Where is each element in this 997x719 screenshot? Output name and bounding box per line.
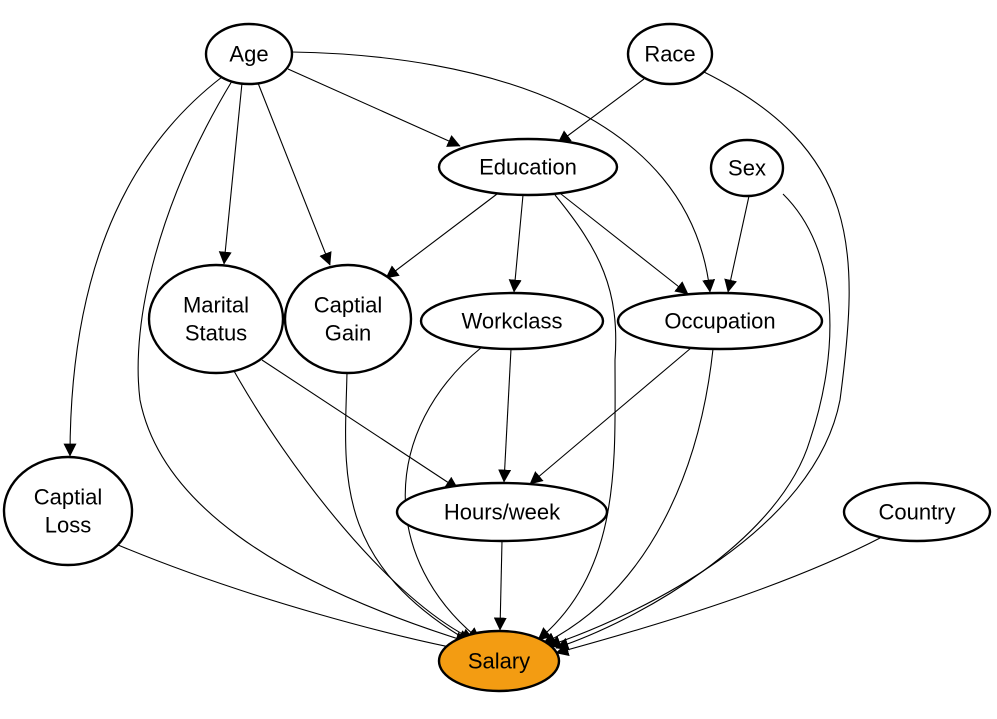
- node-hours-week-ellipse: [395, 481, 609, 543]
- edge-education-to-salary: [537, 194, 617, 641]
- node-captial-loss-label: Captial: [34, 485, 102, 510]
- edge-age-to-captial-gain: [257, 82, 332, 266]
- node-captial-loss-ellipse: [2, 455, 134, 567]
- node-salary: Salary: [437, 629, 561, 693]
- edge-education-to-workclass: [508, 194, 524, 293]
- node-age-ellipse: [204, 22, 294, 86]
- node-salary-label: Salary: [468, 649, 530, 674]
- node-workclass-ellipse: [419, 291, 605, 351]
- edge-marital-status-to-hours-week: [261, 359, 459, 490]
- edge-workclass-to-salary: [404, 346, 483, 641]
- node-captial-gain-ellipse: [283, 263, 413, 375]
- edge-hours-week-to-salary: [493, 540, 507, 631]
- node-age: Age: [204, 22, 294, 86]
- node-country: Country: [842, 481, 992, 543]
- edge-age-to-marital-status: [218, 82, 243, 265]
- edge-captial-loss-to-salary: [117, 544, 471, 656]
- node-race-label: Race: [644, 42, 695, 67]
- node-education: Education: [437, 137, 619, 197]
- edge-race-to-education: [557, 78, 645, 144]
- edges: [63, 51, 883, 657]
- node-workclass: Workclass: [419, 291, 605, 351]
- node-captial-loss-label: Loss: [45, 513, 91, 538]
- edge-education-to-captial-gain: [385, 193, 498, 279]
- node-occupation-ellipse: [616, 291, 824, 351]
- node-race: Race: [626, 22, 714, 86]
- edge-occupation-to-hours-week: [529, 347, 692, 485]
- node-captial-gain-label: Gain: [325, 321, 371, 346]
- node-sex-ellipse: [709, 138, 785, 198]
- edge-education-to-occupation: [560, 193, 689, 295]
- edge-sex-to-salary: [555, 193, 831, 651]
- edge-race-to-salary: [547, 71, 850, 649]
- edge-occupation-to-salary: [542, 348, 714, 645]
- node-marital-status-ellipse: [147, 263, 285, 375]
- node-captial-gain-label: Captial: [314, 293, 382, 318]
- node-occupation-label: Occupation: [664, 309, 775, 334]
- node-occupation: Occupation: [616, 291, 824, 351]
- node-sex-label: Sex: [728, 156, 766, 181]
- edge-age-to-captial-loss: [63, 76, 223, 457]
- node-sex: Sex: [709, 138, 785, 198]
- node-marital-status-label: Marital: [183, 293, 249, 318]
- node-age-label: Age: [229, 42, 268, 67]
- node-workclass-label: Workclass: [461, 309, 562, 334]
- edge-workclass-to-hours-week: [498, 348, 512, 483]
- node-marital-status-label: Status: [185, 321, 247, 346]
- node-hours-week: Hours/week: [395, 481, 609, 543]
- edge-captial-gain-to-salary: [345, 371, 471, 643]
- node-country-label: Country: [878, 500, 955, 525]
- node-salary-ellipse: [437, 629, 561, 693]
- edge-sex-to-occupation: [724, 195, 750, 293]
- node-education-ellipse: [437, 137, 619, 197]
- node-hours-week-label: Hours/week: [444, 500, 561, 525]
- edge-marital-status-to-salary: [233, 370, 475, 641]
- edge-age-to-salary: [137, 80, 469, 645]
- edge-age-to-occupation: [291, 51, 716, 293]
- edge-country-to-salary: [555, 536, 883, 657]
- node-race-ellipse: [626, 22, 714, 86]
- node-country-ellipse: [842, 481, 992, 543]
- edge-age-to-education: [287, 68, 461, 147]
- node-education-label: Education: [479, 155, 577, 180]
